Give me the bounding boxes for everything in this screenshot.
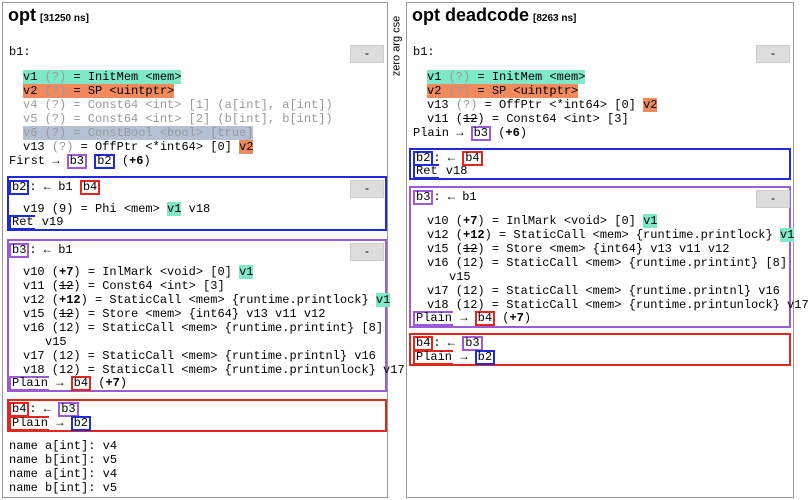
block-b3 bbox=[409, 186, 791, 328]
value-line[interactable]: v15 (12) = Store <mem> {int64} v13 v11 v… bbox=[23, 307, 326, 321]
name-line: name b[int]: v5 bbox=[9, 453, 118, 467]
phase-title[interactable]: opt deadcode[8263 ns] bbox=[412, 5, 576, 26]
phase-title[interactable]: opt[31250 ns] bbox=[8, 5, 89, 26]
block-exit-b3[interactable]: Plain → b4 (+7) bbox=[9, 376, 127, 391]
value-line[interactable]: v2 (?) = SP <uintptr> bbox=[23, 84, 175, 98]
value-line[interactable]: v11 (12) = Const64 <int> [3] bbox=[427, 112, 629, 126]
collapse-button-b3[interactable]: - bbox=[756, 190, 790, 208]
value-line[interactable]: v1 (?) = InitMem <mem> bbox=[427, 70, 586, 84]
phase-column-opt-deadcode: opt deadcode[8263 ns] b1: - v1 (?) = Ini… bbox=[406, 2, 809, 498]
collapse-button-b2[interactable]: - bbox=[350, 180, 384, 198]
value-line[interactable]: v18 (12) = StaticCall <mem> {runtime.pri… bbox=[427, 298, 809, 312]
name-line: name a[int]: v4 bbox=[9, 439, 118, 453]
name-line: name a[int]: v4 bbox=[9, 467, 118, 481]
phase-title-text: opt bbox=[8, 5, 36, 25]
value-line[interactable]: v15 (12) = Store <mem> {int64} v13 v11 v… bbox=[427, 242, 730, 256]
block-exit-b3[interactable]: Plain → b4 (+7) bbox=[413, 311, 531, 326]
block-b4 bbox=[7, 399, 387, 432]
value-line[interactable]: v12 (+12) = StaticCall <mem> {runtime.pr… bbox=[427, 228, 795, 242]
value-line[interactable]: v1 (?) = InitMem <mem> bbox=[23, 70, 182, 84]
block-header-b2[interactable]: b2: ← b1 b4 bbox=[9, 180, 101, 195]
value-line[interactable]: v16 (12) = StaticCall <mem> {runtime.pri… bbox=[23, 321, 384, 335]
block-header-b2[interactable]: b2: ← b4 bbox=[413, 151, 483, 166]
collapse-button-b1[interactable]: - bbox=[756, 45, 790, 63]
value-line[interactable]: v13 (?) = OffPtr <*int64> [0] v2 bbox=[427, 98, 658, 112]
value-line[interactable]: v17 (12) = StaticCall <mem> {runtime.pri… bbox=[23, 349, 376, 363]
value-line[interactable]: v6 (?) = ConstBool <bool> [true] bbox=[23, 126, 254, 140]
value-line[interactable]: v18 (12) = StaticCall <mem> {runtime.pri… bbox=[23, 363, 405, 377]
block-header-b4[interactable]: b4: ← b3 bbox=[413, 336, 483, 351]
collapse-button-b1[interactable]: - bbox=[350, 45, 384, 63]
value-line[interactable]: v5 (?) = Const64 <int> [2] (b[int], b[in… bbox=[23, 112, 333, 126]
value-line[interactable]: v4 (?) = Const64 <int> [1] (a[int], a[in… bbox=[23, 98, 333, 112]
block-exit-b2[interactable]: Ret v18 bbox=[413, 164, 467, 179]
block-b3 bbox=[7, 239, 387, 392]
phase-column-opt: opt[31250 ns] b1: - v1 (?) = InitMem <me… bbox=[2, 2, 405, 498]
name-line: name b[int]: v5 bbox=[9, 481, 118, 495]
block-header-b4[interactable]: b4: ← b3 bbox=[9, 402, 79, 417]
block-b2 bbox=[7, 176, 387, 231]
value-line[interactable]: v11 (12) = Const64 <int> [3] bbox=[23, 279, 225, 293]
value-line[interactable]: v17 (12) = StaticCall <mem> {runtime.pri… bbox=[427, 284, 780, 298]
phase-time: [31250 ns] bbox=[39, 13, 89, 24]
value-line[interactable]: v16 (12) = StaticCall <mem> {runtime.pri… bbox=[427, 256, 788, 270]
value-line[interactable]: v2 (?) = SP <uintptr> bbox=[427, 84, 579, 98]
block-b2 bbox=[409, 148, 791, 180]
phase-time: [8263 ns] bbox=[533, 13, 577, 24]
block-label-b1[interactable]: b1: bbox=[413, 45, 435, 59]
block-header-b3[interactable]: b3: ← b1 bbox=[9, 243, 73, 258]
value-line-wrap[interactable]: v15 bbox=[449, 270, 471, 284]
value-line-wrap[interactable]: v15 bbox=[45, 335, 67, 349]
block-exit-b1[interactable]: Plain → b3 (+6) bbox=[413, 126, 528, 141]
value-line[interactable]: v10 (+7) = InlMark <void> [0] v1 bbox=[23, 265, 254, 279]
value-line[interactable]: v10 (+7) = InlMark <void> [0] v1 bbox=[427, 214, 658, 228]
collapsed-phase-zero-arg-cse[interactable]: zero arg cse bbox=[390, 2, 404, 498]
block-exit-b1[interactable]: First → b3 b2 (+6) bbox=[9, 154, 151, 169]
block-exit-b4[interactable]: Plain → b2 bbox=[9, 416, 92, 431]
collapse-button-b3[interactable]: - bbox=[350, 243, 384, 261]
phase-title-text: opt deadcode bbox=[412, 5, 530, 25]
block-header-b3[interactable]: b3: ← b1 bbox=[413, 190, 477, 205]
value-line[interactable]: v19 (9) = Phi <mem> v1 v18 bbox=[23, 202, 211, 216]
block-b4 bbox=[409, 333, 791, 366]
collapsed-phase-label: zero arg cse bbox=[390, 15, 403, 77]
block-label-b1[interactable]: b1: bbox=[9, 45, 31, 59]
value-line[interactable]: v12 (+12) = StaticCall <mem> {runtime.pr… bbox=[23, 293, 391, 307]
block-exit-b2[interactable]: Ret v19 bbox=[9, 215, 63, 230]
block-exit-b4[interactable]: Plain → b2 bbox=[413, 350, 496, 365]
value-line[interactable]: v13 (?) = OffPtr <*int64> [0] v2 bbox=[23, 140, 254, 154]
